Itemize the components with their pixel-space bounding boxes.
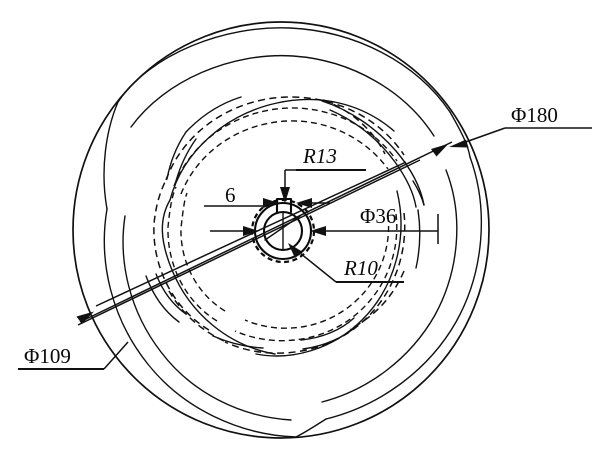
dimension-keyway-6: 6 <box>204 183 330 208</box>
r13-label: R13 <box>302 144 337 168</box>
r10-arrowhead <box>288 243 302 258</box>
blade-visible-outlines <box>103 27 482 438</box>
phi109-arrowhead <box>76 311 94 324</box>
phi180-leader-slant <box>459 127 506 145</box>
r10-leader-slant <box>294 248 337 283</box>
phi36-left-arrowhead <box>243 226 259 236</box>
r13-arrowhead <box>280 187 290 203</box>
dimension-phi109: Φ109 <box>18 159 421 370</box>
dimension-r13: R13 <box>280 144 366 203</box>
phi36-right-arrowhead <box>310 226 326 236</box>
r10-label: R10 <box>343 256 378 280</box>
phi109-chord-line <box>95 161 407 307</box>
phi109-dimension-line <box>77 159 421 326</box>
hidden-blade-edges <box>153 96 406 354</box>
phi180-arrowhead <box>431 143 449 157</box>
blade-leading-edges <box>145 100 425 350</box>
blade-junctions <box>185 96 421 349</box>
phi180-leader-arrowhead <box>449 139 469 148</box>
phi109-leader-slant <box>103 341 129 370</box>
phi180-dimension-line <box>79 141 453 323</box>
outer-shroud-outline <box>72 21 490 439</box>
dimension-r10: R10 <box>288 243 404 283</box>
phi109-label: Φ109 <box>24 344 71 368</box>
blade-inner-surfaces <box>161 98 402 357</box>
keyway6-arrowhead-left <box>263 198 279 208</box>
phi180-label: Φ180 <box>511 103 558 127</box>
dimension-phi180: Φ180 <box>79 103 592 323</box>
keyway6-arrowhead-right <box>296 198 312 208</box>
phi36-label: Φ36 <box>360 204 396 228</box>
keyway6-label: 6 <box>225 183 236 207</box>
dimension-phi36: Φ36 <box>210 204 439 244</box>
